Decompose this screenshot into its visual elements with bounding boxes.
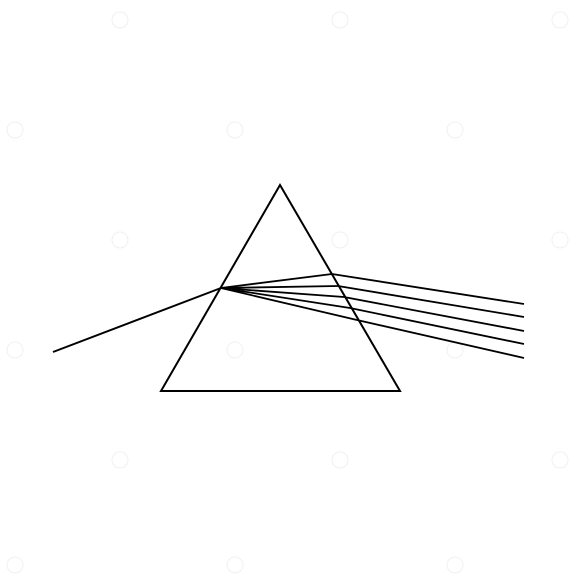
emergent-ray-5	[356, 319, 525, 359]
emergent-ray-4	[349, 307, 525, 345]
internal-ray-4	[220, 287, 351, 309]
emergent-ray-3	[343, 296, 525, 332]
internal-ray-3	[220, 287, 345, 298]
watermark-pattern	[6, 11, 569, 574]
internal-ray-2	[220, 285, 339, 289]
prism-triangle	[159, 183, 402, 392]
internal-ray-5	[220, 287, 358, 321]
internal-ray-1	[220, 273, 333, 289]
internal-rays	[220, 273, 358, 321]
emergent-rays	[331, 273, 525, 359]
incident-ray	[52, 287, 222, 353]
emergent-ray-1	[331, 273, 525, 305]
emergent-ray-2	[337, 285, 525, 318]
